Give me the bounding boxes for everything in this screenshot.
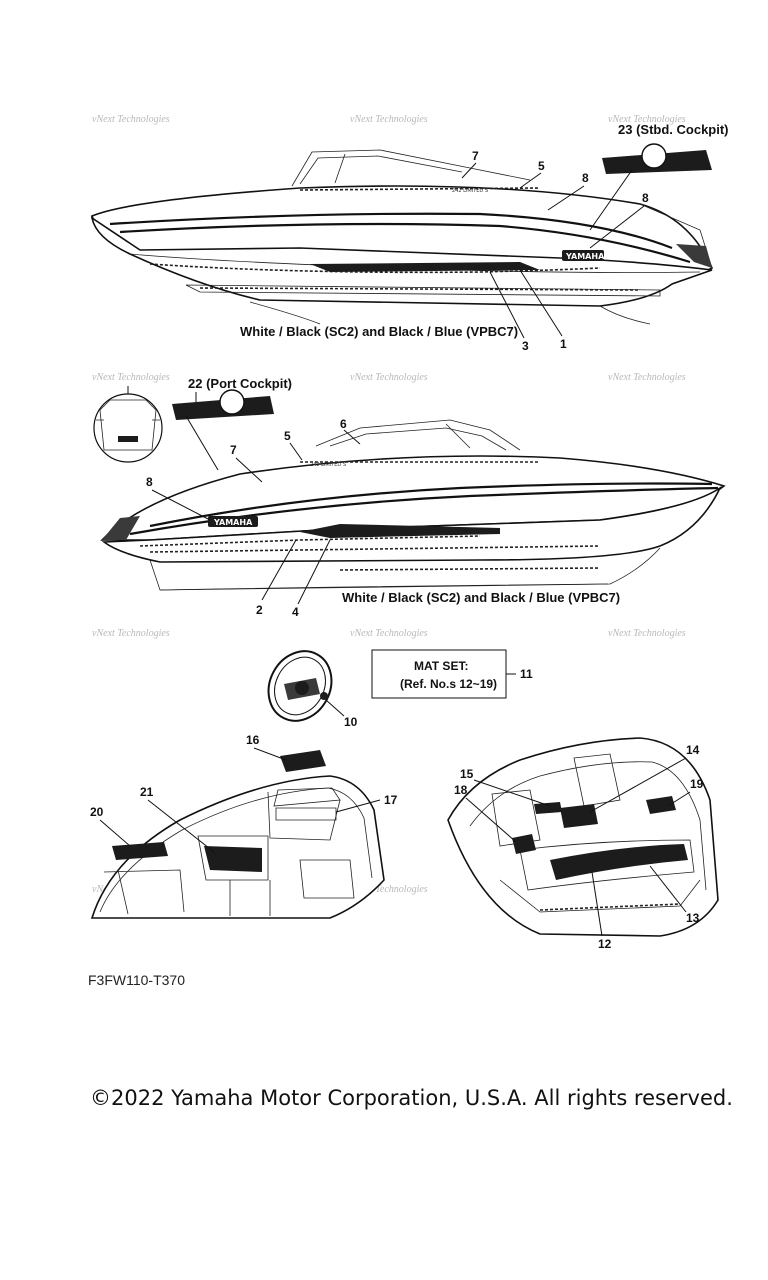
callout-20: 20 <box>90 805 104 819</box>
diagram-code: F3FW110-T370 <box>88 972 185 988</box>
port-cockpit-decal <box>172 389 274 471</box>
model-decal-text: 242 LIMITED S <box>452 188 488 194</box>
mat-14 <box>560 804 598 828</box>
lower-boat-caption: White / Black (SC2) and Black / Blue (VP… <box>342 590 620 605</box>
model-decal-text: 242 LIMITED S <box>310 462 346 468</box>
windshield <box>291 149 531 187</box>
callout-22-port-cockpit: 22 (Port Cockpit) <box>188 376 292 391</box>
callout-13: 13 <box>686 911 700 925</box>
watermark: vNext Technologies <box>350 884 428 895</box>
mat-17 <box>275 807 337 821</box>
callout-7: 8 <box>582 171 589 185</box>
hull-dash-graphic-2 <box>139 535 481 547</box>
mat-16 <box>280 750 326 772</box>
callout-18: 18 <box>454 783 468 797</box>
watermark: vNext Technologies <box>350 628 428 639</box>
yamaha-decal <box>562 250 604 261</box>
lower-hull <box>101 485 722 563</box>
copyright-notice: ©2022 Yamaha Motor Corporation, U.S.A. A… <box>90 1086 733 1110</box>
callout-1: 1 <box>560 337 567 351</box>
callout-7: 7 <box>230 443 237 457</box>
callout-19: 19 <box>690 777 704 791</box>
watermark: vNext Technologies <box>92 628 170 639</box>
gunwale-dash-graphic-5 <box>299 187 541 191</box>
brand-decal-text: YAMAHA <box>213 518 253 527</box>
callout-21: 21 <box>140 785 154 799</box>
windshield <box>315 419 521 451</box>
watermark: vNext Technologies <box>350 114 428 125</box>
callout-17: 17 <box>384 793 398 807</box>
upper-boat-caption: White / Black (SC2) and Black / Blue (VP… <box>240 324 518 339</box>
callout-5: 5 <box>538 159 545 173</box>
mat-set-title: MAT SET: <box>414 659 468 673</box>
callout-8: 8 <box>146 475 153 489</box>
watermark: vNext Technologies <box>608 628 686 639</box>
callout-11: 11 <box>520 667 533 681</box>
callout-4: 4 <box>292 605 299 619</box>
mat-21 <box>204 846 262 872</box>
callout-6: 7 <box>472 149 479 163</box>
watermark: vNext Technologies <box>350 372 428 383</box>
port-boat-illustration: YAMAHA 242 LIMITED S <box>100 419 726 591</box>
mat-12 <box>550 844 688 880</box>
mat-20 <box>112 842 168 860</box>
watermark: vNext Technologies <box>608 372 686 383</box>
steering-wheel-illustration <box>267 650 345 722</box>
mat-15 <box>534 802 562 814</box>
watermark: vNext Technologies <box>92 372 170 383</box>
starboard-boat-illustration: YAMAHA 242 LIMITED S <box>90 149 714 325</box>
stern-mats-illustration <box>447 737 719 937</box>
hull-dash-graphic-3 <box>149 263 601 274</box>
graphic-panel-4 <box>300 524 500 538</box>
stbd-cockpit-decal <box>589 143 712 231</box>
graphic-panel-1 <box>310 262 540 272</box>
callout-2: 2 <box>256 603 263 617</box>
callout-10: 10 <box>344 715 358 729</box>
callout-8: 8 <box>642 191 649 205</box>
mat-19 <box>646 796 676 814</box>
bow-mats-illustration <box>90 750 385 919</box>
callout-23-stbd-cockpit: 23 (Stbd. Cockpit) <box>618 122 729 137</box>
callout-3: 3 <box>522 339 529 353</box>
side-stripe-lower <box>149 482 713 528</box>
callout-15: 15 <box>460 767 474 781</box>
upper-hull <box>90 216 713 307</box>
callout-6: 6 <box>340 417 347 431</box>
port-cockpit-inset <box>93 386 163 463</box>
watermark: vNext Technologies <box>92 114 170 125</box>
callout-5: 5 <box>284 429 291 443</box>
steering-wheel-emblem <box>320 692 328 700</box>
yamaha-decal <box>208 516 258 527</box>
callout-14: 14 <box>686 743 700 757</box>
mat-18 <box>512 834 536 854</box>
mat-set-refs: (Ref. No.s 12~19) <box>400 677 497 691</box>
watermark: vNext Technologies <box>608 114 686 125</box>
callout-16: 16 <box>246 733 260 747</box>
brand-decal-text: YAMAHA <box>565 252 605 261</box>
callout-12: 12 <box>598 937 612 951</box>
